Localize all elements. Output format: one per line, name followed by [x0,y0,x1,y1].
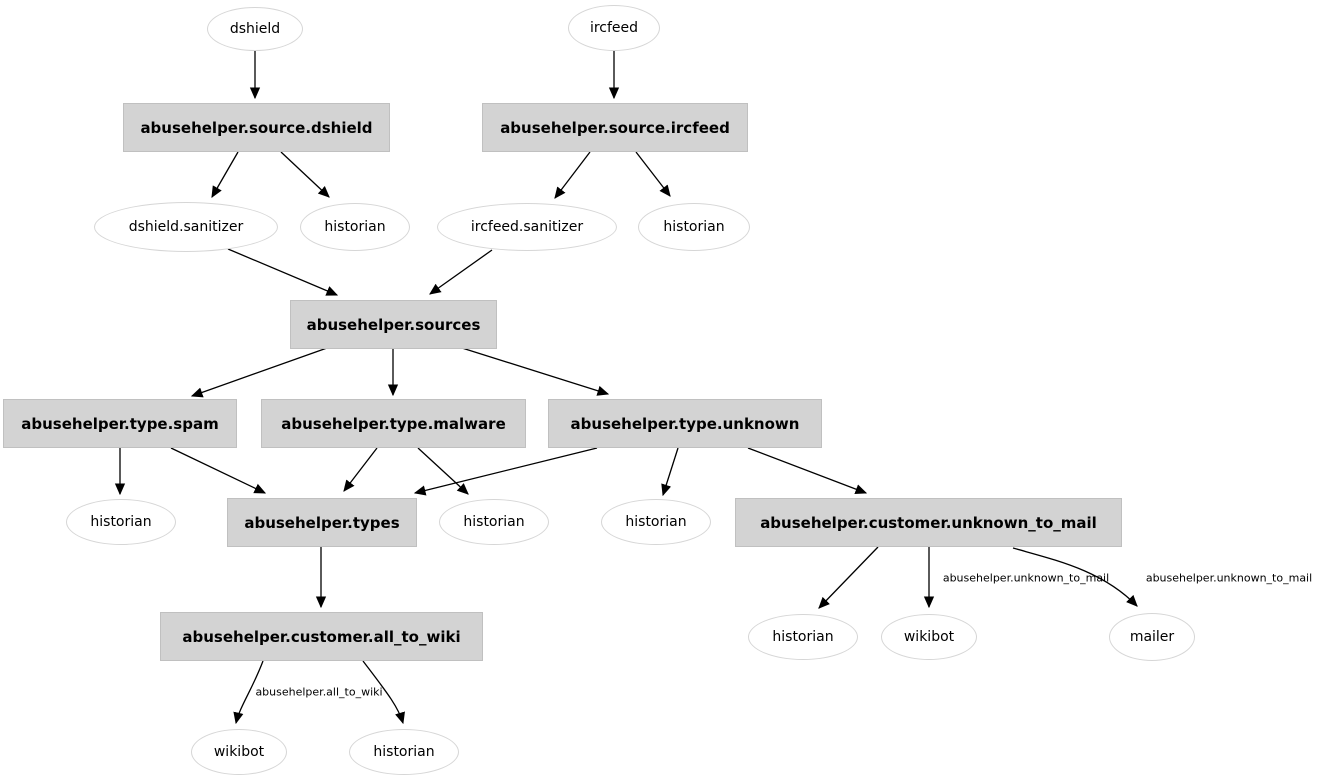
edge-source-ircfeed--ircfeed-sanitizer [554,151,591,199]
node-historian-unknown-to-mail: historian [748,614,858,660]
edge-label-unknown-to-mail--wikibot-unknown-to-mail: abusehelper.unknown_to_mail [942,571,1110,585]
node-dshield-sanitizer: dshield.sanitizer [94,202,278,252]
edge-label-all-to-wiki--wikibot-all-to-wiki: abusehelper.all_to_wiki [255,685,383,699]
node-historian-ircfeed: historian [638,203,750,251]
node-historian-malware: historian [439,499,549,545]
node-sources: abusehelper.sources [290,300,497,349]
node-historian-unknown: historian [601,499,711,545]
edge-group [114,51,1138,725]
node-mailer: mailer [1109,613,1195,661]
node-wikibot-all-to-wiki: wikibot [191,729,287,775]
edge-source-dshield--dshield-sanitizer [211,151,239,199]
edge-all-to-wiki--wikibot-all-to-wiki [233,660,264,725]
node-types: abusehelper.types [227,498,417,547]
node-ircfeed: ircfeed [568,5,660,51]
node-source-dshield: abusehelper.source.dshield [123,103,390,152]
edge-type-malware--types [343,447,378,492]
node-type-malware: abusehelper.type.malware [261,399,526,448]
node-historian-spam: historian [66,499,176,545]
node-all-to-wiki: abusehelper.customer.all_to_wiki [160,612,483,661]
edge-source-dshield--historian-dshield [280,151,330,198]
node-type-spam: abusehelper.type.spam [3,399,237,448]
edge-type-spam--types [170,447,267,494]
node-historian-all-to-wiki: historian [349,729,459,775]
node-wikibot-unknown-to-mail: wikibot [881,614,977,660]
edge-all-to-wiki--historian-all-to-wiki [362,660,405,725]
edge-sources--type-spam [190,347,328,398]
node-dshield: dshield [207,7,303,51]
edge-type-unknown--types [413,447,598,496]
edge-sources--type-unknown [461,347,610,396]
node-type-unknown: abusehelper.type.unknown [548,399,822,448]
node-source-ircfeed: abusehelper.source.ircfeed [482,103,748,152]
node-ircfeed-sanitizer: ircfeed.sanitizer [437,203,617,251]
edge-dshield-sanitizer--sources [227,248,339,296]
edge-unknown-to-mail--mailer [1012,547,1138,607]
edge-ircfeed-sanitizer--sources [429,249,493,295]
node-historian-dshield: historian [300,203,410,251]
edge-type-unknown--historian-unknown [661,447,679,497]
edge-label-unknown-to-mail--mailer: abusehelper.unknown_to_mail [1145,571,1313,585]
edge-type-unknown--unknown-to-mail [747,447,868,495]
edge-source-ircfeed--historian-ircfeed [635,151,671,197]
node-unknown-to-mail: abusehelper.customer.unknown_to_mail [735,498,1122,547]
edge-unknown-to-mail--historian-unknown-to-mail [818,546,879,609]
edge-type-malware--historian-malware [417,447,469,495]
